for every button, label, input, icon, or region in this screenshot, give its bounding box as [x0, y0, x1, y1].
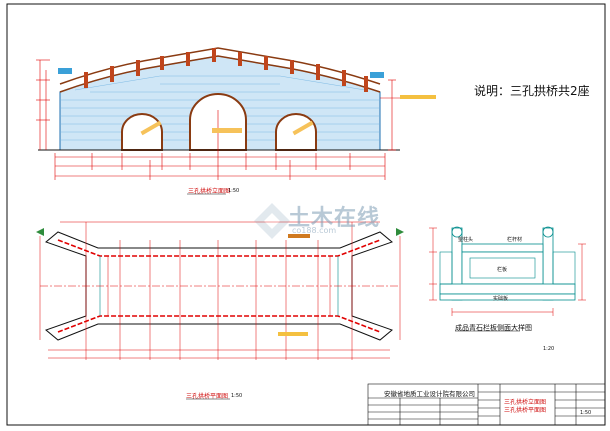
sheet-border [6, 3, 606, 426]
plan-tag-bottom [278, 332, 308, 336]
section-top-rail [461, 243, 544, 253]
section-foundation [439, 293, 576, 301]
plan-arrow-right [396, 228, 404, 236]
section-title: 成品青石栏板侧面大样图 [455, 324, 532, 332]
plan-tag [288, 234, 310, 238]
section-detail [429, 226, 586, 332]
annotation-tag-center [212, 128, 242, 133]
section-dimensions [429, 227, 586, 316]
title-block [367, 383, 606, 426]
watermark-text: 土木在线 [288, 206, 381, 231]
section-base [439, 283, 576, 295]
section-panel-inset [469, 257, 536, 279]
title-block-drawing-2: 三孔拱桥平面图 [504, 407, 547, 414]
railing-posts [84, 48, 368, 92]
watermark-subtext: co188.com [292, 226, 337, 235]
annotation-tag-right-top [370, 72, 384, 78]
elevation-title: 三孔拱桥立面图 [188, 188, 231, 195]
plan-scale: 1:50 [231, 393, 243, 399]
plan-arrow-left [36, 228, 44, 236]
plan-railing-top [57, 239, 381, 257]
watermark-logo [254, 203, 290, 239]
section-post-cap-right [542, 226, 554, 238]
section-side-panel-left [439, 251, 453, 285]
plan-view [36, 221, 404, 400]
annotation-tag-right [400, 95, 436, 99]
annotation-tag-left [58, 68, 72, 74]
section-post-cap-left [451, 226, 463, 238]
plan-dimensions [39, 221, 401, 360]
elevation-left-dims [36, 59, 50, 150]
title-block-scale: 1:50 [580, 410, 592, 416]
design-note: 说明：三孔拱桥共2座 [474, 84, 590, 98]
elevation-scale: 1:50 [228, 188, 240, 194]
annotation-tag-right-arch [292, 120, 314, 136]
title-block-drawing-1: 三孔拱桥立面图 [504, 399, 547, 406]
section-label-base: 实础板 [493, 296, 509, 302]
section-side-panel [552, 251, 576, 285]
elevation-right-dims [388, 79, 396, 151]
plan-title: 三孔拱桥平面图 [186, 393, 229, 400]
title-block-company: 安徽省地质工业设计院有限公司 [384, 390, 475, 398]
section-label-post-head: 望柱头 [458, 237, 474, 243]
section-label-panel: 栏板 [497, 267, 508, 273]
elevation-dimensions [54, 110, 386, 180]
section-panel [461, 251, 544, 285]
elevation-view [36, 47, 436, 195]
section-scale: 1:20 [543, 346, 555, 352]
annotation-tag-left-arch [140, 120, 162, 136]
plan-railing-bottom [57, 315, 381, 333]
section-label-rail: 栏杆材 [507, 237, 523, 243]
title-block-frame [367, 383, 606, 426]
